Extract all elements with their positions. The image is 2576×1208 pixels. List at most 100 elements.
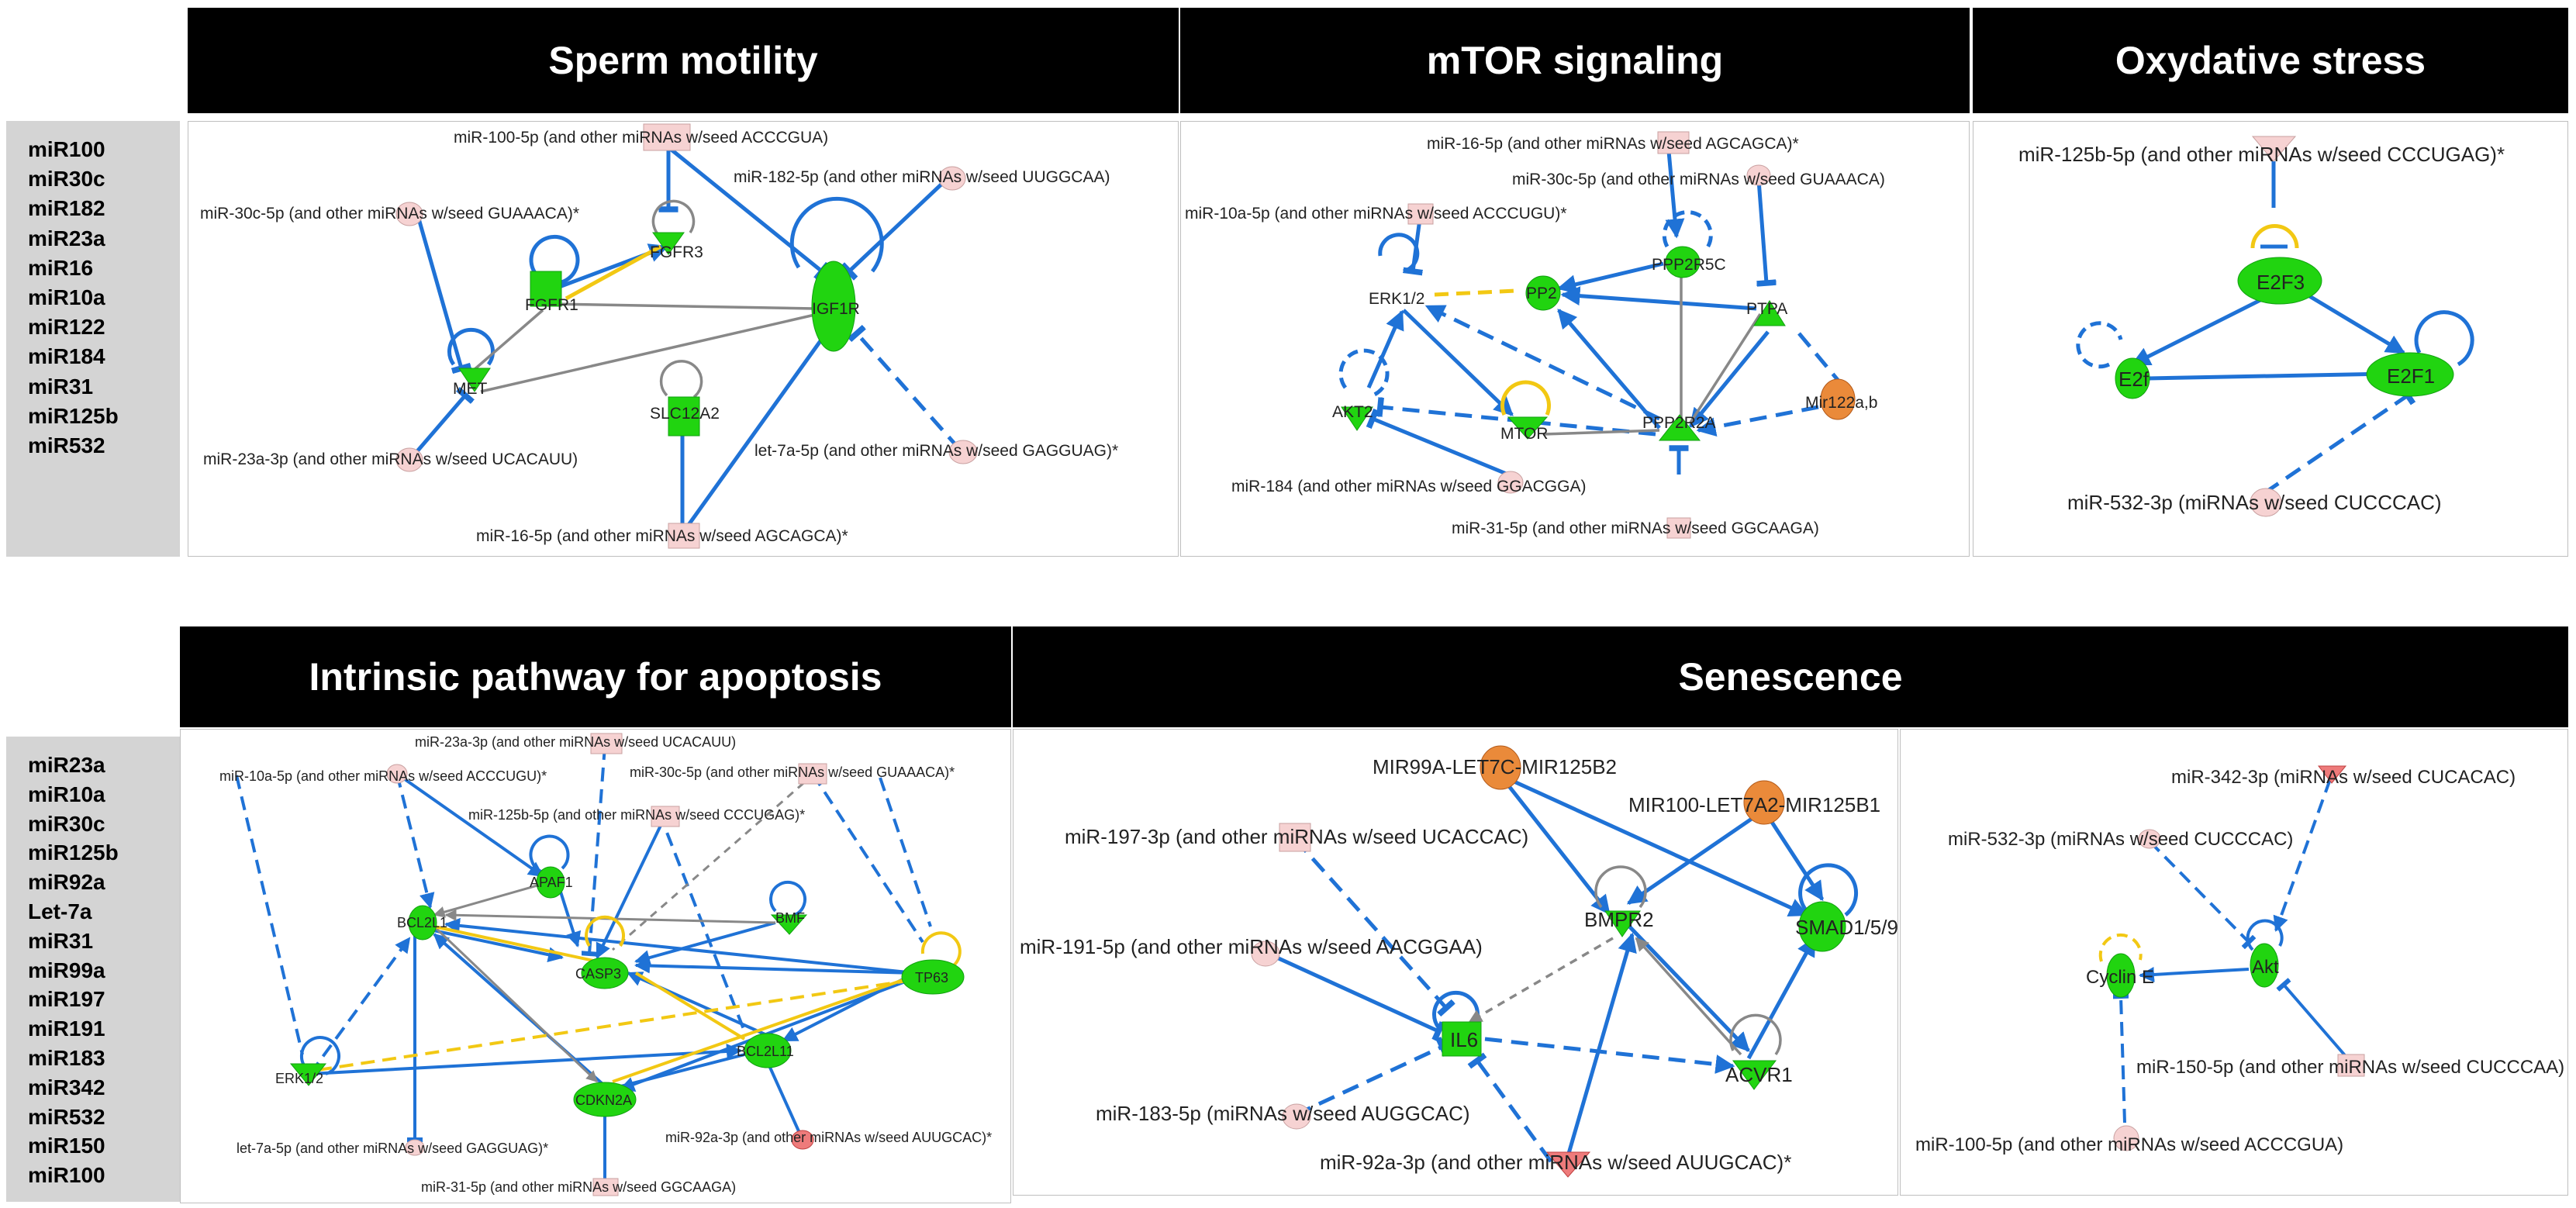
se-label-akt: Akt xyxy=(2252,957,2279,978)
sm-label-met: MET xyxy=(453,380,488,398)
mirna-list-item: miR92a xyxy=(28,870,105,895)
ox-label-e2f3: E2F3 xyxy=(2257,271,2305,294)
ox-label-e2f1: E2F1 xyxy=(2387,364,2435,388)
mirna-list-item: miR183 xyxy=(28,1045,105,1070)
mirna-list-item: miR197 xyxy=(28,987,105,1012)
oxydative-stress-network: miR-125b-5p (and other miRNAs w/seed CCC… xyxy=(2018,136,2505,517)
mirna-list-item: miR125b xyxy=(28,403,119,428)
ap-label-tp63: TP63 xyxy=(915,970,948,985)
ox-label-mir532: miR-532-3p (miRNAs w/seed CUCCCAC) xyxy=(2067,491,2442,514)
ap-label-bcl2l1: BCL2L1 xyxy=(397,915,447,930)
intrinsic-apoptosis-network: miR-23a-3p (and other miRNAs w/seed UCAC… xyxy=(219,733,992,1196)
mt-label-mir16: miR-16-5p (and other miRNAs w/seed AGCAG… xyxy=(1427,135,1799,153)
ap-label-mir92a: miR-92a-3p (and other miRNAs w/seed AUUG… xyxy=(665,1130,992,1145)
mirna-list-item: miR150 xyxy=(28,1134,105,1158)
mtor-signaling-network: miR-16-5p (and other miRNAs w/seed AGCAG… xyxy=(1185,131,1885,539)
se-label-acvr1: ACVR1 xyxy=(1725,1063,1793,1086)
ap-label-mir30c: miR-30c-5p (and other miRNAs w/seed GUAA… xyxy=(630,764,955,780)
mt-label-pp2r5c: PPP2R5C xyxy=(1652,256,1726,274)
mirna-list-item: miR182 xyxy=(28,196,105,221)
mt-label-mir30c: miR-30c-5p (and other miRNAs w/seed GUAA… xyxy=(1512,171,1885,188)
panel-senescence-side xyxy=(1900,729,2568,1196)
header-intrinsic-apoptosis: Intrinsic pathway for apoptosis xyxy=(180,626,1011,727)
senescence-side-network: miR-342-3p (miRNAs w/seed CUCACAC) miR-5… xyxy=(1915,765,2564,1155)
se-label-mir191: miR-191-5p (and other miRNAs w/seed AACG… xyxy=(1020,935,1483,958)
mt-label-mtor: MTOR xyxy=(1500,425,1548,443)
mt-label-mir122: Mir122a,b xyxy=(1805,394,1877,412)
mt-label-pp2r2a: PPP2R2A xyxy=(1642,414,1716,432)
senescence-main-network: MIR99A-LET7C-MIR125B2 MIR100-LET7A2-MIR1… xyxy=(1020,745,1898,1178)
ap-label-mir31: miR-31-5p (and other miRNAs w/seed GGCAA… xyxy=(421,1179,736,1195)
header-sperm-motility: Sperm motility xyxy=(188,8,1179,113)
se-label-mir150: miR-150-5p (and other miRNAs w/seed CUCC… xyxy=(2136,1057,2564,1078)
ox-label-e2f: E2f xyxy=(2118,368,2150,391)
mt-label-akt: AKT2 xyxy=(1332,403,1373,421)
ap-label-bmf: BMF xyxy=(775,910,805,926)
ap-label-mir23a: miR-23a-3p (and other miRNAs w/seed UCAC… xyxy=(415,734,736,750)
se-label-smad: SMAD1/5/9 xyxy=(1795,916,1898,939)
se-label-mir532: miR-532-3p (miRNAs w/seed CUCCCAC) xyxy=(1948,829,2293,850)
mirna-list-item: miR125b xyxy=(28,840,119,865)
mirna-list-item: miR191 xyxy=(28,1016,105,1041)
sm-label-fgfr1: FGFR1 xyxy=(525,296,578,314)
se-label-mir100-host: MIR100-LET7A2-MIR125B1 xyxy=(1628,793,1880,816)
mirna-list-item: miR184 xyxy=(28,344,105,369)
ap-label-mir10a: miR-10a-5p (and other miRNAs w/seed ACCC… xyxy=(219,768,547,784)
ap-label-erk: ERK1/2 xyxy=(275,1071,323,1086)
mirna-list-item: miR122 xyxy=(28,315,105,340)
mirna-list-item: miR342 xyxy=(28,1075,105,1099)
panel-mtor-signaling xyxy=(1180,121,1970,557)
mirna-list-item: miR16 xyxy=(28,255,94,280)
sm-label-fgfr3: FGFR3 xyxy=(650,243,703,261)
mirna-list-item: miR532 xyxy=(28,433,105,458)
se-label-mir342: miR-342-3p (miRNAs w/seed CUCACAC) xyxy=(2171,767,2516,788)
header-mtor-signaling: mTOR signaling xyxy=(1180,8,1970,113)
se-label-bmpr2: BMPR2 xyxy=(1584,908,1654,931)
ox-label-mir125b: miR-125b-5p (and other miRNAs w/seed CCC… xyxy=(2018,143,2505,166)
se-label-cycline: Cyclin E xyxy=(2086,967,2154,988)
se-label-il6: IL6 xyxy=(1450,1028,1478,1051)
mt-label-pp2: PP2 xyxy=(1526,285,1557,302)
mirna-list-item: miR100 xyxy=(28,1163,105,1188)
mirna-list-item: Let-7a xyxy=(28,899,92,923)
se-label-mir100: miR-100-5p (and other miRNAs w/seed ACCC… xyxy=(1915,1134,2343,1155)
sm-label-igf1r: IGF1R xyxy=(812,300,860,318)
sm-label-slc12a2: SLC12A2 xyxy=(650,405,720,423)
mirna-list-item: miR31 xyxy=(28,928,94,953)
ap-label-cdkn2a: CDKN2A xyxy=(575,1092,632,1108)
sm-label-let7a: let-7a-5p (and other miRNAs w/seed GAGGU… xyxy=(754,442,1118,460)
mt-label-ptpa: PTPA xyxy=(1746,300,1787,318)
mt-label-mir31: miR-31-5p (and other miRNAs w/seed GGCAA… xyxy=(1452,519,1819,537)
mirna-list-item: miR30c xyxy=(28,811,105,836)
sm-label-mir30c: miR-30c-5p (and other miRNAs w/seed GUAA… xyxy=(200,205,579,223)
panel-oxydative-stress xyxy=(1973,121,2568,557)
mirna-list-item: miR30c xyxy=(28,167,105,192)
mirna-list-item: miR23a xyxy=(28,226,105,250)
mt-label-mir10a: miR-10a-5p (and other miRNAs w/seed ACCC… xyxy=(1185,205,1567,223)
mirna-list-item: miR23a xyxy=(28,753,105,777)
se-label-mir197: miR-197-3p (and other miRNAs w/seed UCAC… xyxy=(1065,825,1528,848)
sm-label-mir23a: miR-23a-3p (and other miRNAs w/seed UCAC… xyxy=(203,450,578,468)
header-senescence: Senescence xyxy=(1013,626,2568,727)
se-label-mir183: miR-183-5p (miRNAs w/seed AUGGCAC) xyxy=(1096,1102,1470,1125)
mirna-list-item: miR31 xyxy=(28,374,94,399)
se-label-mir92a: miR-92a-3p (and other miRNAs w/seed AUUG… xyxy=(1320,1151,1791,1174)
mirna-list-item: miR10a xyxy=(28,782,105,806)
sm-label-mir182: miR-182-5p (and other miRNAs w/seed UUGG… xyxy=(734,168,1110,186)
header-oxydative-stress: Oxydative stress xyxy=(1973,8,2568,113)
ap-label-let7a: let-7a-5p (and other miRNAs w/seed GAGGU… xyxy=(237,1141,548,1156)
sm-label-mir100: miR-100-5p (and other miRNAs w/seed ACCC… xyxy=(454,129,828,147)
ap-label-apaf1: APAF1 xyxy=(530,875,573,890)
ap-label-mir125b: miR-125b-5p (and other miRNAs w/seed CCC… xyxy=(468,807,805,823)
sperm-motility-network: miR-100-5p (and other miRNAs w/seed ACCC… xyxy=(200,123,1118,549)
mirna-list-item: miR532 xyxy=(28,1104,105,1129)
mt-label-erk: ERK1/2 xyxy=(1369,290,1424,308)
se-label-mir99a-host: MIR99A-LET7C-MIR125B2 xyxy=(1373,755,1617,778)
ap-label-casp3: CASP3 xyxy=(575,966,621,982)
mirna-list-item: miR100 xyxy=(28,137,105,161)
ap-label-bcl2l11: BCL2L11 xyxy=(737,1044,794,1059)
mirna-list-item: miR99a xyxy=(28,958,105,982)
